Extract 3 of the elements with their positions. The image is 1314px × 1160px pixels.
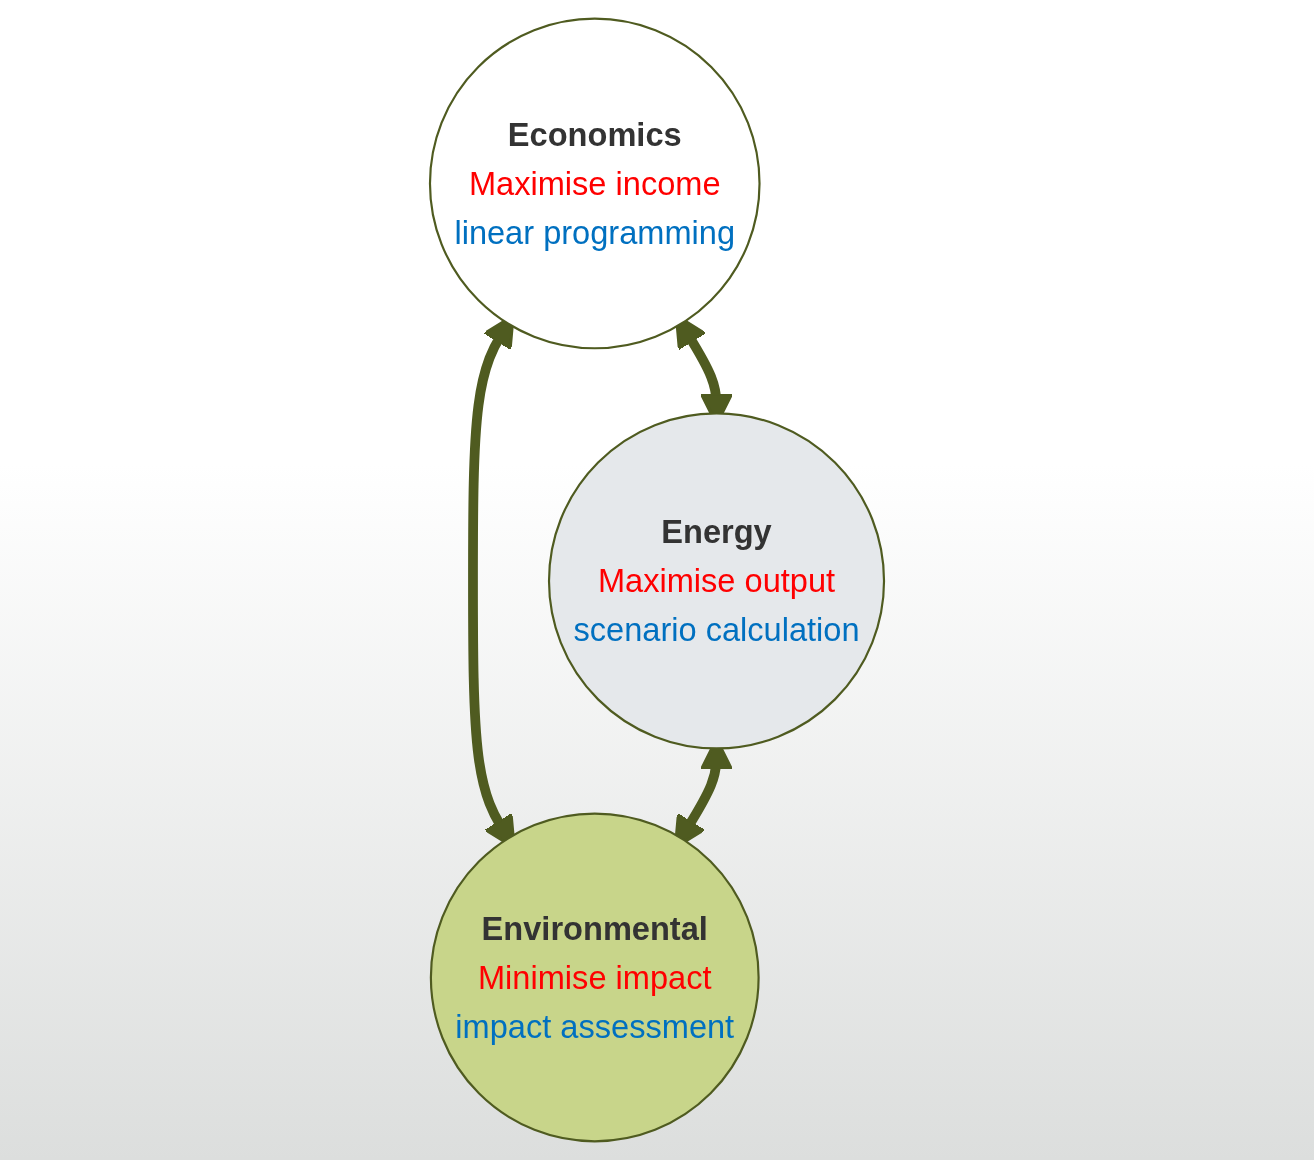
node-circle: Energy Maximise output scenario calculation — [547, 412, 886, 750]
node-circle: Environmental Minimise impact impact assessment — [429, 812, 760, 1143]
node-circle: Economics Maximise income linear programming — [428, 17, 761, 350]
